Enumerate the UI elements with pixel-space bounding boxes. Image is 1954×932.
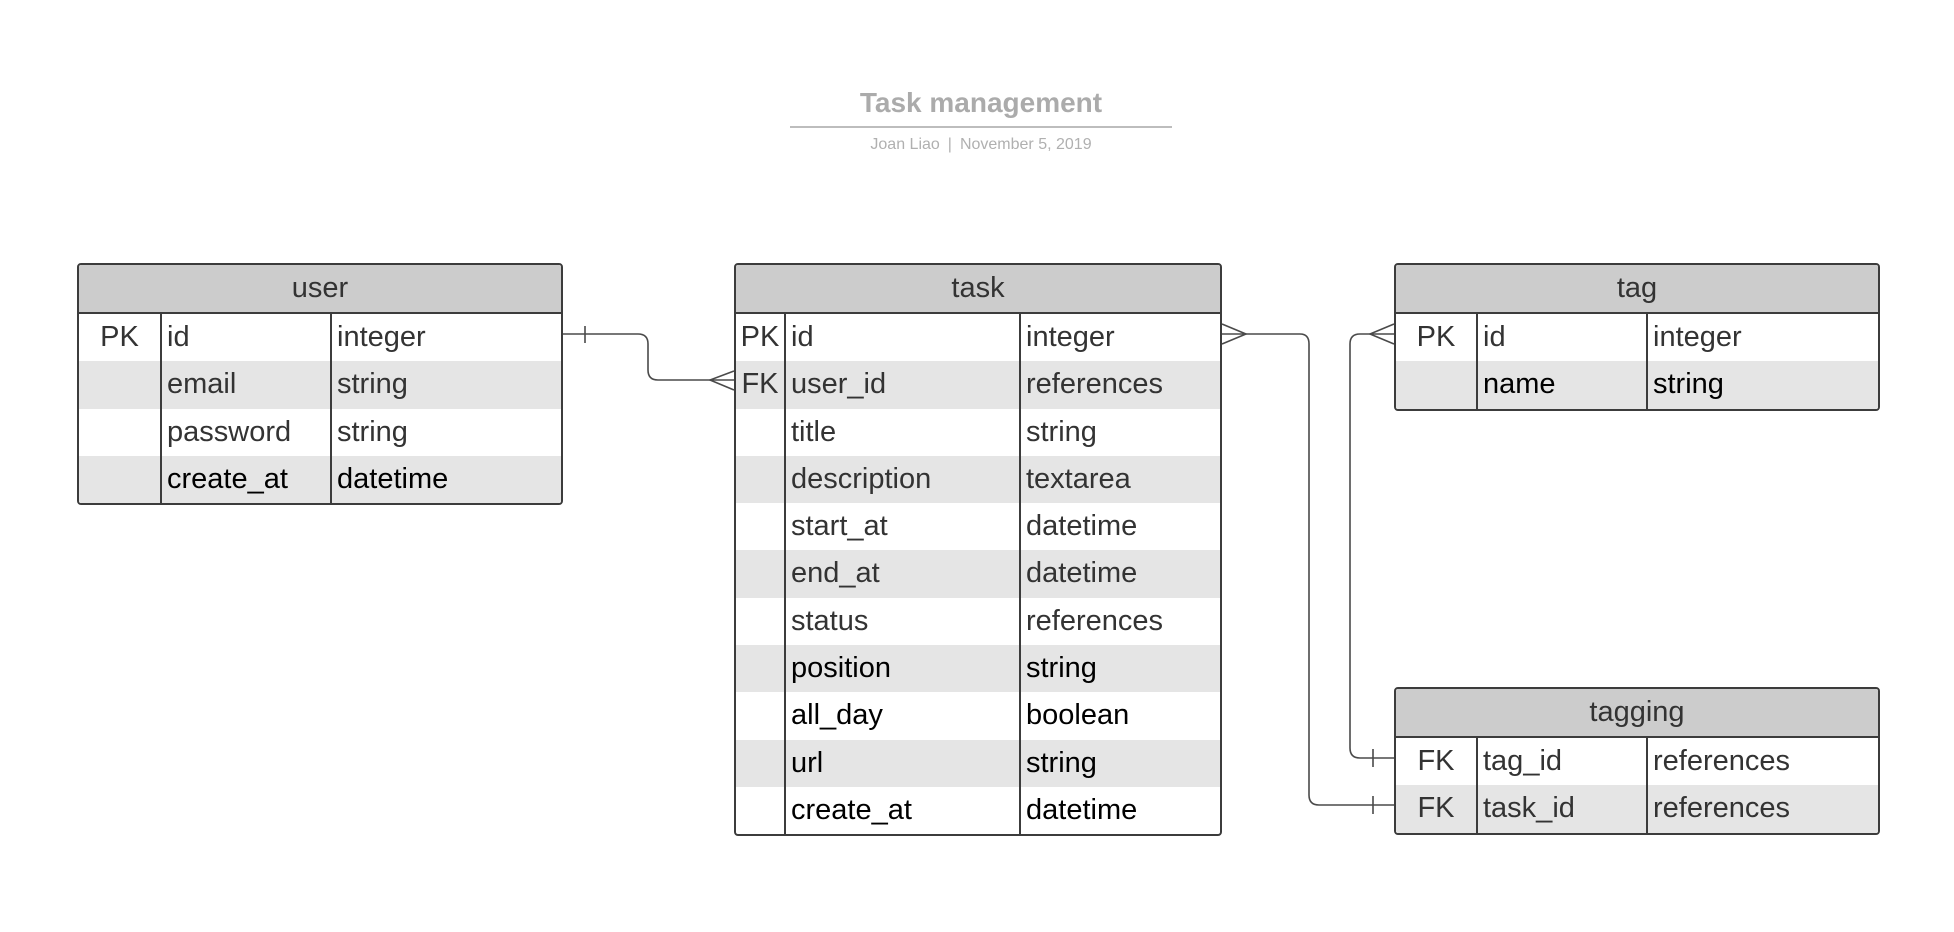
field-type: string <box>1026 415 1097 448</box>
field-row: url string <box>736 739 1220 787</box>
key-cell <box>1396 361 1478 409</box>
field-type: datetime <box>1026 793 1138 826</box>
field-row: title string <box>736 408 1220 456</box>
field-name: create_at <box>786 786 1021 835</box>
field-name: status <box>786 597 1021 646</box>
field-type: integer <box>337 321 426 353</box>
field-name: password <box>162 408 332 456</box>
field-type: string <box>337 368 408 401</box>
field-row: PK id integer <box>79 314 561 362</box>
key-cell <box>79 361 162 409</box>
connector-tag-tagging <box>1349 333 1394 759</box>
key-cell <box>736 597 786 646</box>
diagram-title: Task management <box>859 87 1103 118</box>
diagram-meta: Joan Liao | November 5, 2019 <box>790 136 1172 154</box>
field-type: references <box>1653 745 1791 777</box>
field-type: integer <box>1026 321 1115 353</box>
field-type: references <box>1026 604 1164 637</box>
field-type: string <box>1026 652 1097 685</box>
field-row: password string <box>79 408 561 456</box>
field-name: position <box>786 645 1021 693</box>
field-name: tag_id <box>1478 738 1648 786</box>
field-name: id <box>1478 314 1648 362</box>
field-type: integer <box>1653 321 1742 353</box>
crowfoot-many-marker <box>707 370 735 391</box>
title-underline <box>790 126 1172 128</box>
crowfoot-many-marker <box>1221 323 1249 345</box>
meta-separator: | <box>947 136 952 153</box>
field-row: description textarea <box>736 455 1220 504</box>
key-cell <box>79 408 162 456</box>
field-type: datetime <box>1026 557 1138 590</box>
field-name: email <box>162 361 332 409</box>
key-cell <box>736 408 786 456</box>
field-row: FK user_id references <box>736 361 1220 409</box>
key-cell <box>736 550 786 598</box>
field-name: end_at <box>786 550 1021 598</box>
field-row: start_at datetime <box>736 503 1220 551</box>
field-name: create_at <box>162 455 332 504</box>
connector-task-tagging <box>1222 333 1394 806</box>
field-row: create_at datetime <box>736 786 1220 835</box>
field-row: email string <box>79 361 561 409</box>
key-cell: FK <box>1396 738 1478 786</box>
field-type: string <box>1653 368 1724 401</box>
field-type: string <box>337 415 408 448</box>
field-name: id <box>162 314 332 362</box>
key-cell <box>736 645 786 693</box>
field-row: create_at datetime <box>79 455 561 504</box>
author-name: Joan Liao <box>870 136 940 153</box>
field-row: status references <box>736 597 1220 646</box>
key-cell <box>79 455 162 504</box>
entity-header: tagging <box>1396 689 1878 738</box>
field-type: textarea <box>1026 462 1131 495</box>
key-cell <box>736 786 786 835</box>
field-type: references <box>1026 368 1164 401</box>
entity-task[interactable]: task PK id integer FK user_id references… <box>734 263 1222 837</box>
field-row: end_at datetime <box>736 550 1220 598</box>
field-row: position string <box>736 645 1220 693</box>
key-cell: FK <box>736 361 786 409</box>
field-row: all_day boolean <box>736 692 1220 740</box>
field-row: PK id integer <box>1396 314 1878 362</box>
key-cell <box>736 739 786 787</box>
field-type: boolean <box>1026 699 1130 732</box>
field-type: references <box>1653 792 1791 825</box>
field-row: PK id integer <box>736 314 1220 362</box>
key-cell: PK <box>736 314 786 362</box>
entity-header: task <box>736 265 1220 314</box>
connector-user-task <box>563 333 734 381</box>
field-name: user_id <box>786 361 1021 409</box>
key-cell <box>736 503 786 551</box>
entity-header: tag <box>1396 265 1878 314</box>
key-cell <box>736 692 786 740</box>
entity-tagging[interactable]: tagging FK tag_id references FK task_id … <box>1394 687 1880 835</box>
field-name: title <box>786 408 1021 456</box>
diagram-date: November 5, 2019 <box>959 136 1092 153</box>
field-name: description <box>786 455 1021 504</box>
field-name: start_at <box>786 503 1021 551</box>
field-type: datetime <box>337 462 449 495</box>
field-type: string <box>1026 746 1097 779</box>
field-name: id <box>786 314 1021 362</box>
key-cell <box>736 455 786 504</box>
crowfoot-many-marker <box>1367 323 1395 345</box>
field-name: task_id <box>1478 785 1648 833</box>
entity-tag[interactable]: tag PK id integer name string <box>1394 263 1880 411</box>
key-cell: PK <box>1396 314 1478 362</box>
field-row: name string <box>1396 361 1878 409</box>
entity-user[interactable]: user PK id integer email string password… <box>77 263 563 506</box>
field-row: FK task_id references <box>1396 785 1878 833</box>
field-type: datetime <box>1026 510 1138 543</box>
field-name: all_day <box>786 692 1021 740</box>
diagram-title-block: Task management Joan Liao | November 5, 20… <box>790 86 1172 154</box>
entity-header: user <box>79 265 561 314</box>
field-name: url <box>786 739 1021 787</box>
key-cell: PK <box>79 314 162 362</box>
field-row: FK tag_id references <box>1396 738 1878 786</box>
key-cell: FK <box>1396 785 1478 833</box>
field-name: name <box>1478 361 1648 409</box>
